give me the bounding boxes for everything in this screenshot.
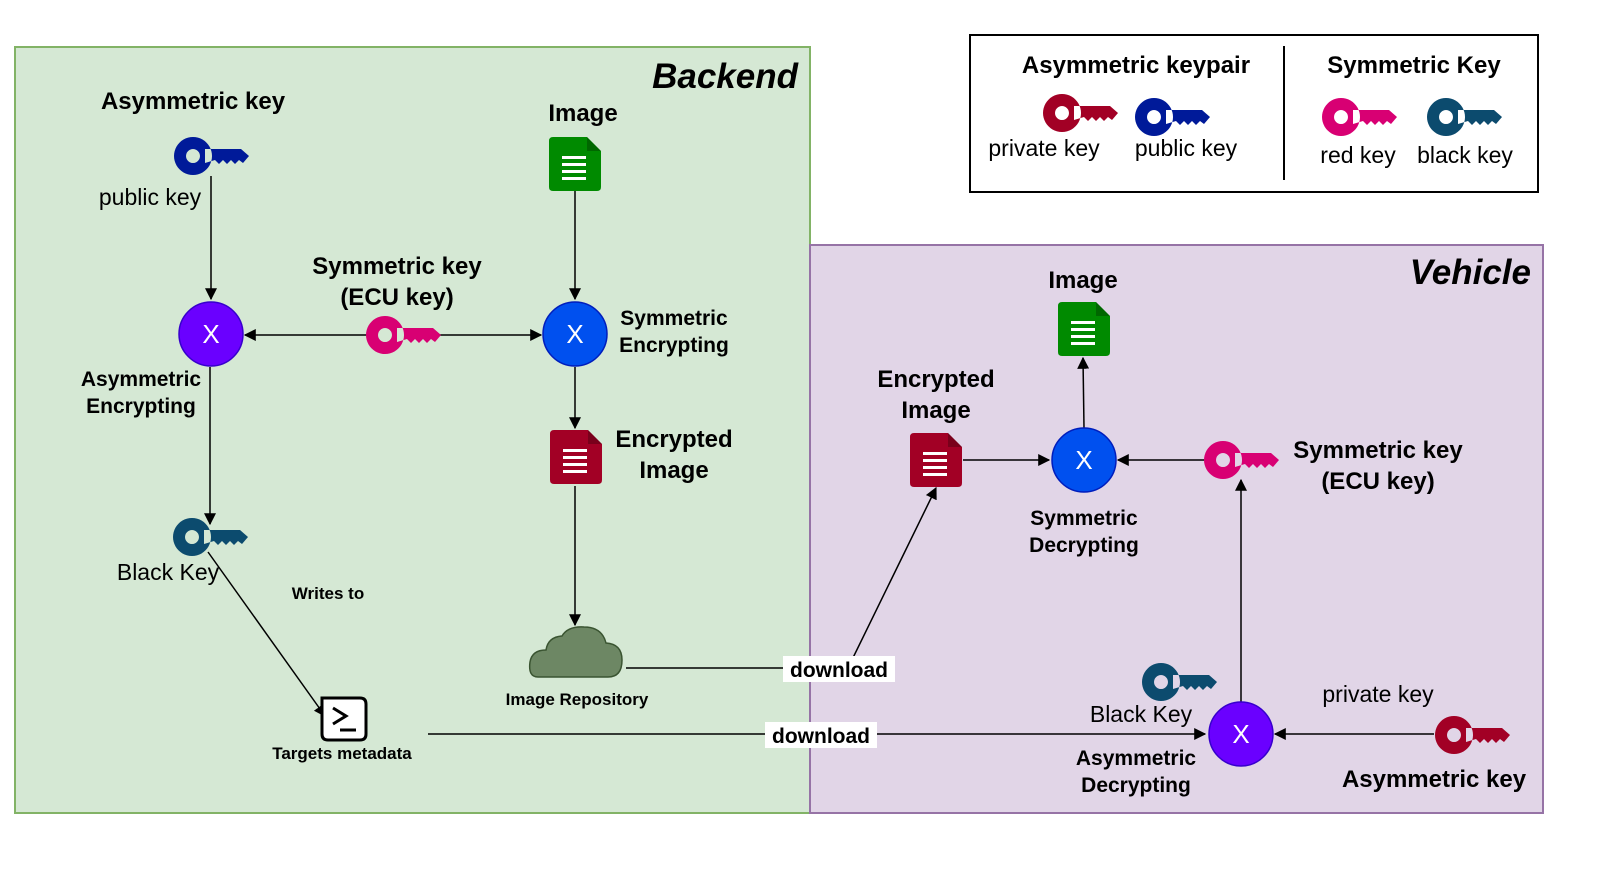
backend-sym-key-title-line2: (ECU key) (340, 284, 453, 311)
backend-sym-encrypt-operator: X (542, 301, 608, 367)
legend-sym-title: Symmetric Key (1327, 52, 1501, 79)
image-repository-cloud-icon (528, 626, 623, 678)
legend: Asymmetric keypair Symmetric Key private… (969, 34, 1539, 193)
asym-decrypt-circle (1208, 701, 1274, 767)
download-image-label: download (790, 659, 888, 682)
vehicle-sym-key-title-line1: Symmetric key (1293, 437, 1463, 464)
legend-black-key-label: black key (1417, 142, 1513, 168)
vehicle-asym-key-title: Asymmetric key (1342, 766, 1527, 793)
legend-box (969, 34, 1539, 193)
vehicle-encrypted-image-label-line2: Image (901, 397, 970, 424)
vehicle-image-document-icon (1058, 302, 1110, 356)
edge-black-key-to-targets (207, 551, 326, 717)
vehicle-asym-decrypt-operator: X (1208, 701, 1274, 767)
vehicle-black-key-label: Black Key (1090, 701, 1193, 727)
sym-encrypt-label-line1: Symmetric (620, 307, 728, 330)
backend-public-key-label: public key (99, 184, 202, 210)
asym-decrypt-symbol: X (1232, 719, 1249, 749)
download-image-label-bg (783, 656, 895, 682)
backend-title: Backend (652, 57, 799, 96)
targets-metadata-label: Targets metadata (272, 744, 412, 763)
backend-asym-key-title: Asymmetric key (101, 88, 286, 115)
backend-encrypted-image-label-line1: Encrypted (615, 426, 732, 453)
sym-encrypt-label-line2: Encrypting (619, 334, 729, 357)
asym-encrypt-circle (178, 301, 244, 367)
asym-encrypt-label-line2: Encrypting (86, 395, 196, 418)
vehicle-sym-decrypt-operator: X (1051, 427, 1117, 493)
asym-decrypt-label-line1: Asymmetric (1076, 747, 1197, 770)
edge-sym-dec-to-image (1077, 356, 1090, 429)
backend-encrypted-image-document-icon (550, 430, 602, 484)
vehicle-container (809, 244, 1544, 814)
legend-public-key-label: public key (1135, 135, 1238, 161)
legend-private-key-label: private key (988, 135, 1100, 161)
sym-decrypt-label-line1: Symmetric (1030, 507, 1138, 530)
writes-to-label: Writes to (292, 584, 364, 603)
image-repository-label: Image Repository (506, 690, 649, 709)
backend-sym-key-title-line1: Symmetric key (312, 253, 482, 280)
backend-encrypted-image-label-line2: Image (639, 457, 708, 484)
backend-container (14, 46, 811, 814)
asym-encrypt-symbol: X (202, 319, 219, 349)
backend-asym-encrypt-operator: X (178, 301, 244, 367)
vehicle-title: Vehicle (1410, 253, 1531, 292)
sym-encrypt-circle (542, 301, 608, 367)
backend-image-title: Image (548, 100, 617, 127)
download-metadata-label-bg (765, 722, 877, 748)
targets-metadata-terminal-icon (320, 696, 368, 742)
asym-decrypt-label-line2: Decrypting (1081, 774, 1191, 797)
vehicle-sym-key-title-line2: (ECU key) (1321, 468, 1434, 495)
backend-image-document-icon (549, 137, 601, 191)
legend-red-key-label: red key (1320, 142, 1396, 168)
asym-encrypt-label-line1: Asymmetric (81, 368, 202, 391)
download-metadata-label: download (772, 725, 870, 748)
backend-black-key-label: Black Key (117, 559, 220, 585)
sym-decrypt-label-line2: Decrypting (1029, 534, 1139, 557)
sym-encrypt-symbol: X (566, 319, 583, 349)
sym-decrypt-circle (1051, 427, 1117, 493)
sym-decrypt-symbol: X (1075, 445, 1092, 475)
vehicle-encrypted-image-label-line1: Encrypted (877, 366, 994, 393)
vehicle-image-title: Image (1048, 267, 1117, 294)
legend-asym-title: Asymmetric keypair (1022, 52, 1250, 79)
vehicle-private-key-label: private key (1322, 681, 1434, 707)
vehicle-encrypted-image-document-icon (910, 433, 962, 487)
